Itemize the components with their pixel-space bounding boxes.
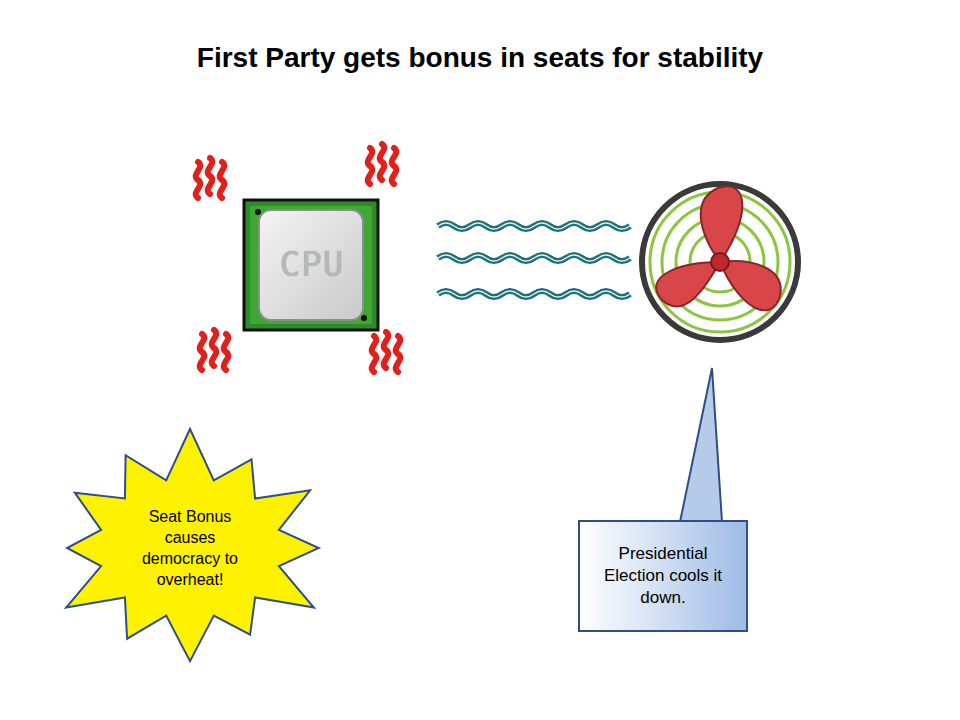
starburst-callout: Seat Bonus causes democracy to overheat! — [44, 426, 336, 670]
airflow-waves — [438, 223, 630, 297]
cooling-fan — [642, 184, 798, 340]
chip-label: CPU — [262, 244, 362, 284]
callout-pointer — [680, 368, 722, 522]
cpu-chip — [244, 200, 378, 330]
diagram-title: First Party gets bonus in seats for stab… — [180, 40, 780, 76]
node-text: Presidential Election cools it down. — [590, 543, 736, 609]
starburst-outline — [66, 429, 319, 661]
callout-box: Presidential Election cools it down. — [578, 520, 748, 632]
heat-marks — [196, 144, 401, 372]
node-text: Seat Bonus causes democracy to overheat! — [125, 506, 255, 590]
starburst-shape — [44, 426, 336, 670]
